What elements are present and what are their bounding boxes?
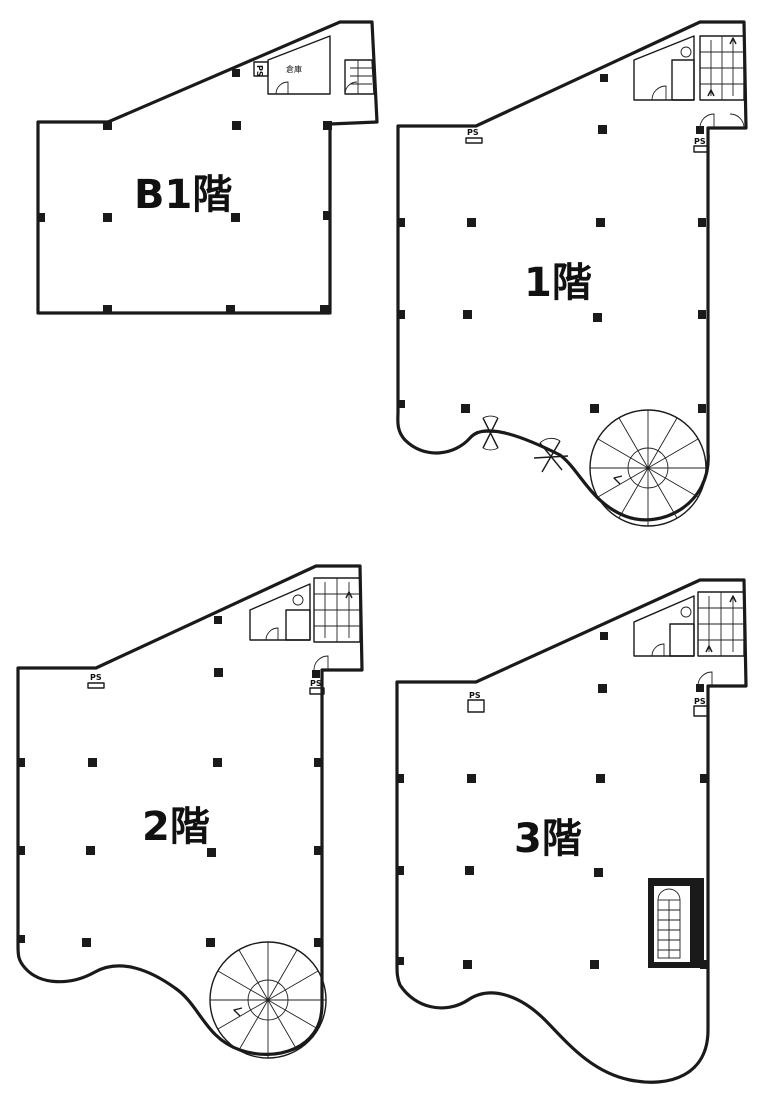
floor-plan-3f: PS PS 3階 (395, 578, 748, 1084)
1f-ps-shaft-right (693, 145, 709, 153)
3f-ps-shaft-left (467, 699, 485, 713)
3f-floor-label: 3階 (514, 816, 582, 862)
b1-storage-label: 倉庫 (286, 64, 302, 74)
b1-outer-wall (36, 20, 379, 315)
1f-outer-wall (396, 20, 748, 522)
3f-ps-label-right: PS (694, 697, 706, 706)
2f-columns (18, 616, 322, 947)
b1-storage-door (275, 81, 289, 95)
1f-floor-label: 1階 (524, 260, 592, 306)
b1-ps-shaft (253, 61, 269, 77)
floor-plan-b1: PS 倉庫 B1階 (36, 20, 379, 315)
2f-restroom (249, 583, 311, 641)
3f-stair-core (697, 591, 745, 687)
floor-plan-2f: PS PS 2階 (16, 564, 364, 1059)
1f-stair-core (699, 35, 745, 129)
2f-ps-label-right: PS (310, 679, 322, 688)
1f-spiral-stair (589, 409, 707, 527)
3f-ps-shaft-right (693, 705, 709, 717)
2f-floor-label: 2階 (142, 804, 210, 850)
2f-ps-shaft-right (309, 687, 325, 695)
3f-ps-label-left: PS (469, 691, 481, 700)
3f-outer-wall (395, 578, 748, 1084)
1f-entrance-doors (476, 415, 569, 473)
b1-columns (38, 69, 332, 314)
b1-stair (344, 59, 375, 95)
1f-restroom (633, 35, 695, 101)
b1-storage-room (267, 35, 331, 95)
b1-floor-label: B1階 (134, 172, 232, 218)
2f-ps-label-left: PS (90, 673, 102, 682)
2f-stair-core (313, 577, 361, 671)
1f-ps-label-right: PS (694, 137, 706, 146)
2f-spiral-stair (209, 941, 327, 1059)
3f-restroom (633, 595, 695, 657)
1f-columns (398, 74, 706, 413)
2f-outer-wall (16, 564, 364, 1056)
3f-interior-stair (648, 878, 704, 968)
2f-ps-shaft-left (87, 682, 105, 689)
floor-plan-1f: PS PS 1階 (396, 20, 748, 527)
3f-columns (397, 632, 708, 969)
1f-ps-shaft-left (465, 137, 483, 144)
1f-ps-label-left: PS (467, 128, 479, 137)
b1-ps-label: PS (255, 65, 264, 77)
